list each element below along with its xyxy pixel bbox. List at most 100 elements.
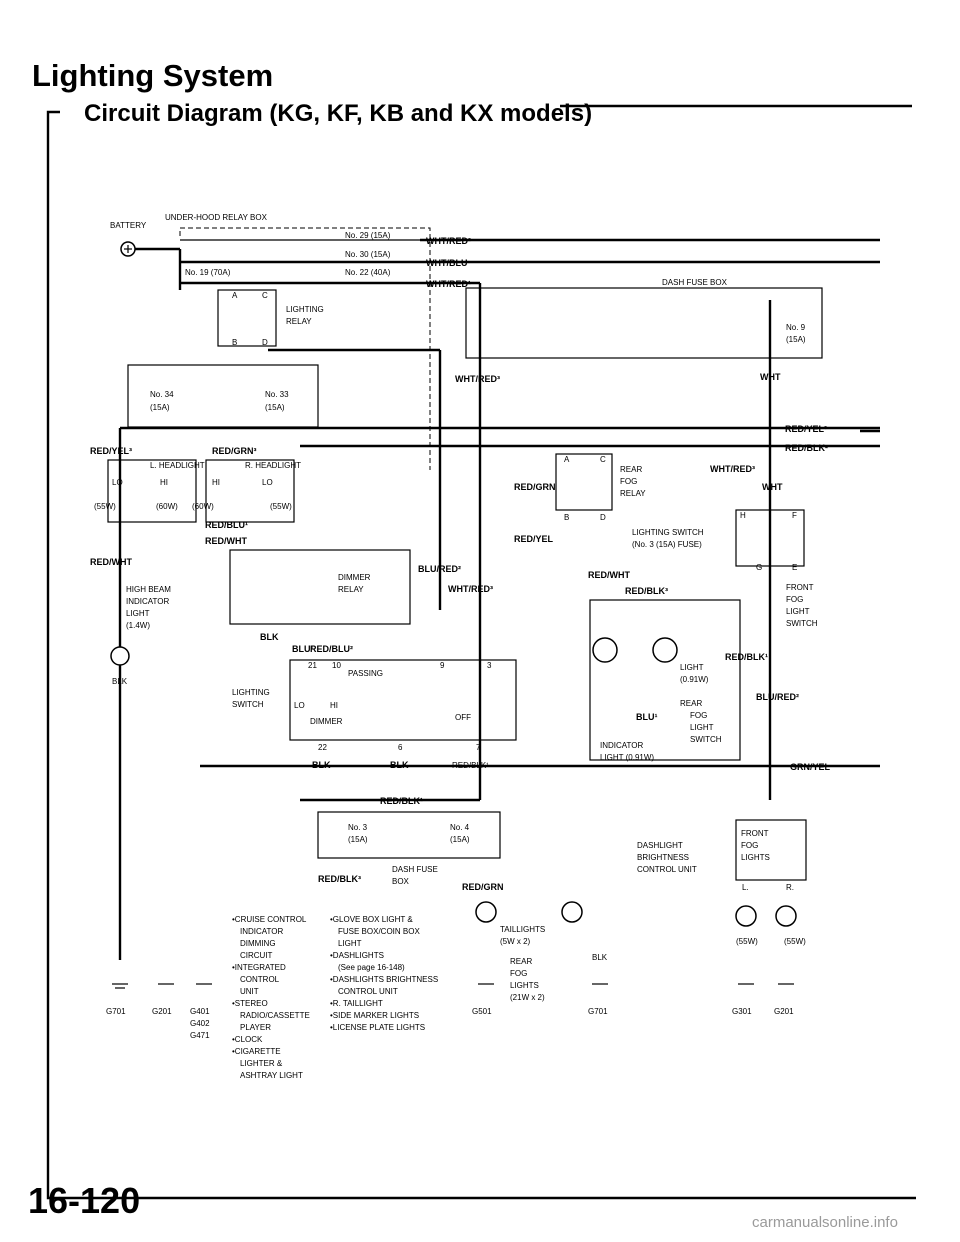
wire-red-wht-c: RED/WHT: [588, 570, 630, 580]
lighting-switch-2: SWITCH: [232, 700, 264, 709]
fuse-29: No. 29 (15A): [345, 231, 391, 240]
front-fog-lights-3: LIGHTS: [741, 853, 770, 862]
wire-red-yel3-right: RED/YEL³: [785, 424, 827, 434]
rear-fog-lights-4: (21W x 2): [510, 993, 545, 1002]
term-c: C: [600, 455, 606, 464]
svg-text:CONTROL: CONTROL: [240, 975, 280, 984]
relay-term-d: D: [262, 338, 268, 347]
dash-fuse-box-label: DASH FUSE BOX: [662, 278, 728, 287]
lighting-switch-fuse-2: (No. 3 (15A) FUSE): [632, 540, 702, 549]
taillight-bulb-2: [561, 901, 583, 923]
dashlight-brightness-3: CONTROL UNIT: [637, 865, 697, 874]
rear-fog-relay-3: RELAY: [620, 489, 646, 498]
wire-red-blk1-b: RED/BLK¹: [725, 652, 768, 662]
svg-text:•R. TAILLIGHT: •R. TAILLIGHT: [330, 999, 383, 1008]
fog-light-1: LIGHT: [680, 663, 704, 672]
ground-wire-blk: BLK: [592, 953, 608, 962]
fuse-34-1: No. 34: [150, 390, 174, 399]
rear-fog-switch-2: FOG: [690, 711, 707, 720]
rear-fog-switch-3: LIGHT: [690, 723, 714, 732]
fuse-33-1: No. 33: [265, 390, 289, 399]
fuse-30: No. 30 (15A): [345, 250, 391, 259]
passing-label: PASSING: [348, 669, 383, 678]
ground-g301: G301: [732, 1007, 752, 1016]
wire-red-blu2: RED/BLU²: [310, 644, 353, 654]
left-55w: (55W): [94, 502, 116, 511]
svg-text:CIRCUIT: CIRCUIT: [240, 951, 273, 960]
pin-22: 22: [318, 743, 327, 752]
wire-wht-blu: WHT/BLU: [426, 258, 468, 268]
fuse-22: No. 22 (40A): [345, 268, 391, 277]
ground-symbols: [112, 983, 794, 989]
wire-red-grn3: RED/GRN³: [212, 446, 257, 456]
svg-text:•GLOVE BOX LIGHT &: •GLOVE BOX LIGHT &: [330, 915, 413, 924]
rear-fog-lights-2: FOG: [510, 969, 527, 978]
term-h: H: [740, 511, 746, 520]
fuse-3-1: No. 3: [348, 823, 368, 832]
fog-light-2: (0.91W): [680, 675, 709, 684]
term-a: A: [564, 455, 570, 464]
ground-g471: G471: [190, 1031, 210, 1040]
fuse-9-1: No. 9: [786, 323, 806, 332]
wire-red-blk3-a: RED/BLK³: [625, 586, 668, 596]
ground-g701-a: G701: [106, 1007, 126, 1016]
left-headlight-label: L. HEADLIGHT: [150, 461, 205, 470]
relay-term-b: B: [232, 338, 237, 347]
wire-red-grn-b: RED/GRN: [462, 882, 504, 892]
svg-text:•CRUISE CONTROL: •CRUISE CONTROL: [232, 915, 307, 924]
front-fog-right: R.: [786, 883, 794, 892]
battery-label: BATTERY: [110, 221, 147, 230]
relay-term-c: C: [262, 291, 268, 300]
front-fog-right-55w: (55W): [784, 937, 806, 946]
wire-red-blu1: RED/BLU¹: [205, 520, 248, 530]
wire-blu-red2-a: BLU/RED²: [418, 564, 461, 574]
lighting-relay-label-1: LIGHTING: [286, 305, 324, 314]
switch-lo: LO: [294, 701, 305, 710]
svg-text:LIGHTER &: LIGHTER &: [240, 1059, 283, 1068]
fuse-34-2: (15A): [150, 403, 170, 412]
switch-off: OFF: [455, 713, 471, 722]
svg-text:(See page 16-148): (See page 16-148): [338, 963, 405, 972]
right-55w: (55W): [270, 502, 292, 511]
page-subtitle: Circuit Diagram (KG, KF, KB and KX model…: [84, 100, 593, 127]
front-fog-switch-2: FOG: [786, 595, 803, 604]
page-frame-left: [46, 110, 916, 1200]
page-number: 16-120: [28, 1180, 141, 1221]
dimmer-relay-2: RELAY: [338, 585, 364, 594]
lighting-relay-label-2: RELAY: [286, 317, 312, 326]
right-60w: (60W): [192, 502, 214, 511]
fog-light-bulb: [652, 637, 678, 663]
svg-text:RADIO/CASSETTE: RADIO/CASSETTE: [240, 1011, 310, 1020]
high-beam-4: (1.4W): [126, 621, 150, 630]
wire-red-blk2-right: RED/BLK²: [785, 443, 828, 453]
svg-text:INDICATOR: INDICATOR: [240, 927, 283, 936]
relay-term-a: A: [232, 291, 238, 300]
rear-fog-relay-2: FOG: [620, 477, 637, 486]
wire-wht-a: WHT: [760, 372, 781, 382]
ground-g402: G402: [190, 1019, 210, 1028]
dash-fuse-box2-2: BOX: [392, 877, 410, 886]
svg-text:•CIGARETTE: •CIGARETTE: [232, 1047, 281, 1056]
taillights-2: (5W x 2): [500, 937, 531, 946]
pin-9: 9: [440, 661, 445, 670]
taillight-bulb-1: [475, 901, 497, 923]
fog-indicator-bulb: [592, 637, 618, 663]
switch-dimmer: DIMMER: [310, 717, 343, 726]
page-title: Lighting System: [32, 58, 274, 93]
ground-g201-a: G201: [152, 1007, 172, 1016]
high-beam-bulb: [110, 646, 130, 666]
wire-red-yel: RED/YEL: [514, 534, 554, 544]
term-b: B: [564, 513, 569, 522]
front-fog-right-bulb: [775, 905, 797, 927]
pin-6: 6: [398, 743, 403, 752]
fuse-9-2: (15A): [786, 335, 806, 344]
wire-red-grn-a: RED/GRN: [514, 482, 556, 492]
left-60w: (60W): [156, 502, 178, 511]
wire-wht-red3-b: WHT/RED³: [448, 584, 493, 594]
term-d: D: [600, 513, 606, 522]
rear-fog-relay-1: REAR: [620, 465, 642, 474]
lighting-switch-fuse-1: LIGHTING SWITCH: [632, 528, 704, 537]
left-lo: LO: [112, 478, 123, 487]
term-e: E: [792, 563, 797, 572]
